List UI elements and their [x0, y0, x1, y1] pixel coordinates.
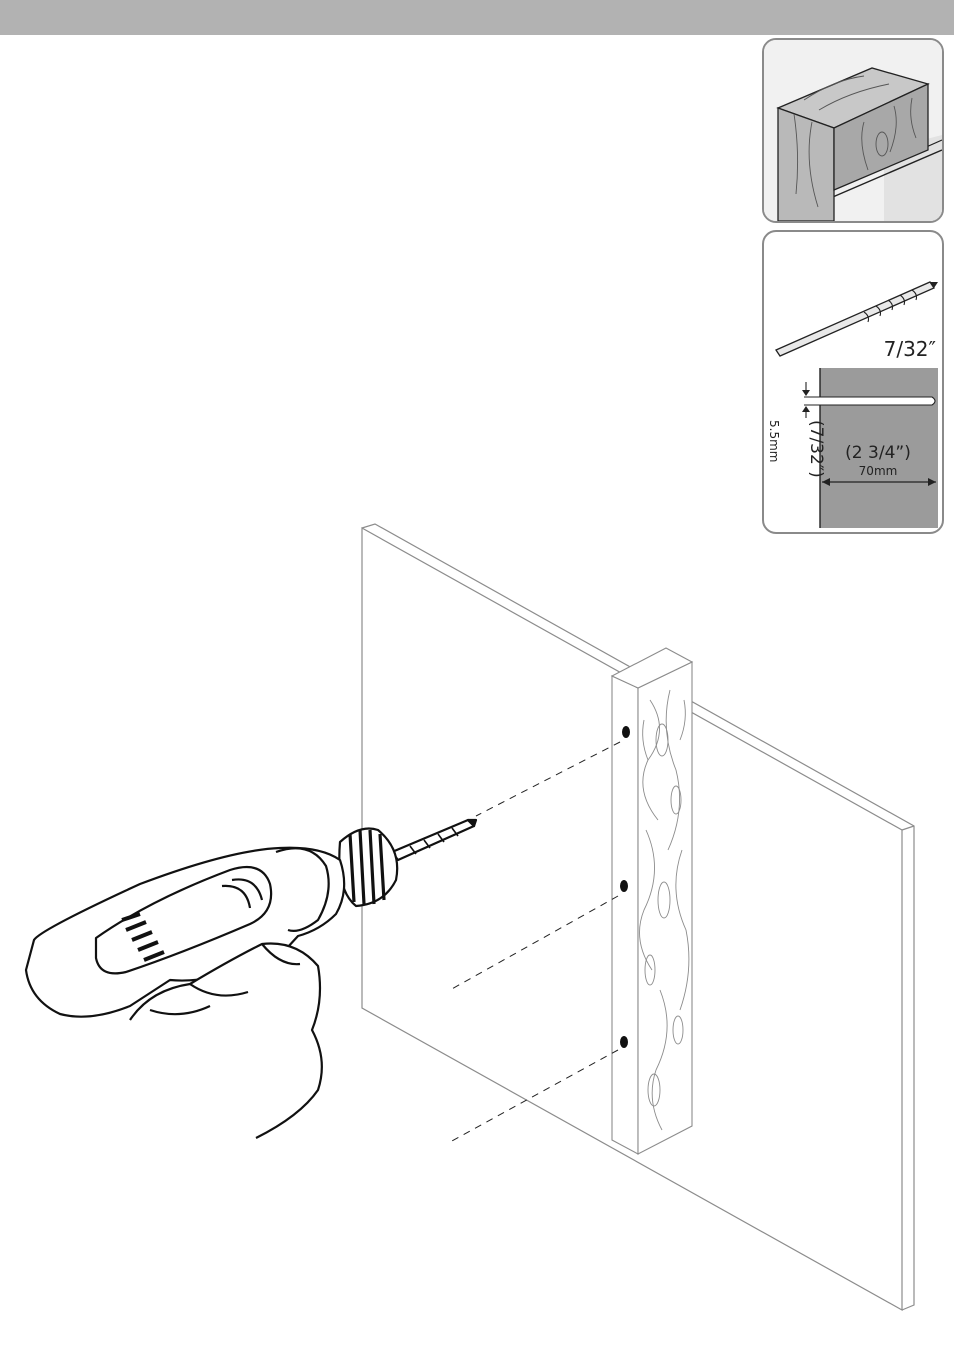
pilot-hole — [620, 880, 628, 892]
pilot-holes — [620, 726, 630, 1048]
power-drill-in-hand — [26, 820, 476, 1138]
hole-depth-inch-label: (2 3/4”) — [845, 443, 911, 463]
wood-stud-panel — [762, 38, 944, 223]
bit-size-label: 7/32″ — [884, 337, 936, 361]
header-bar — [0, 0, 954, 35]
pilot-hole — [620, 1036, 628, 1048]
hole-diameter-mm-label: 5.5mm — [767, 420, 781, 462]
wood-stud — [612, 648, 692, 1154]
wood-stud-icon — [764, 40, 942, 221]
pilot-hole — [622, 726, 630, 738]
hole-depth-mm-label: 70mm — [859, 464, 898, 478]
hole-diameter-inch-label: (7/32″) — [806, 420, 826, 478]
drill-bit-panel: 7/32″ (7/32″) 5.5mm (2 3/4”) 70mm — [762, 230, 944, 534]
panel-board — [362, 524, 914, 1310]
drill-guide-lines — [450, 742, 620, 1142]
